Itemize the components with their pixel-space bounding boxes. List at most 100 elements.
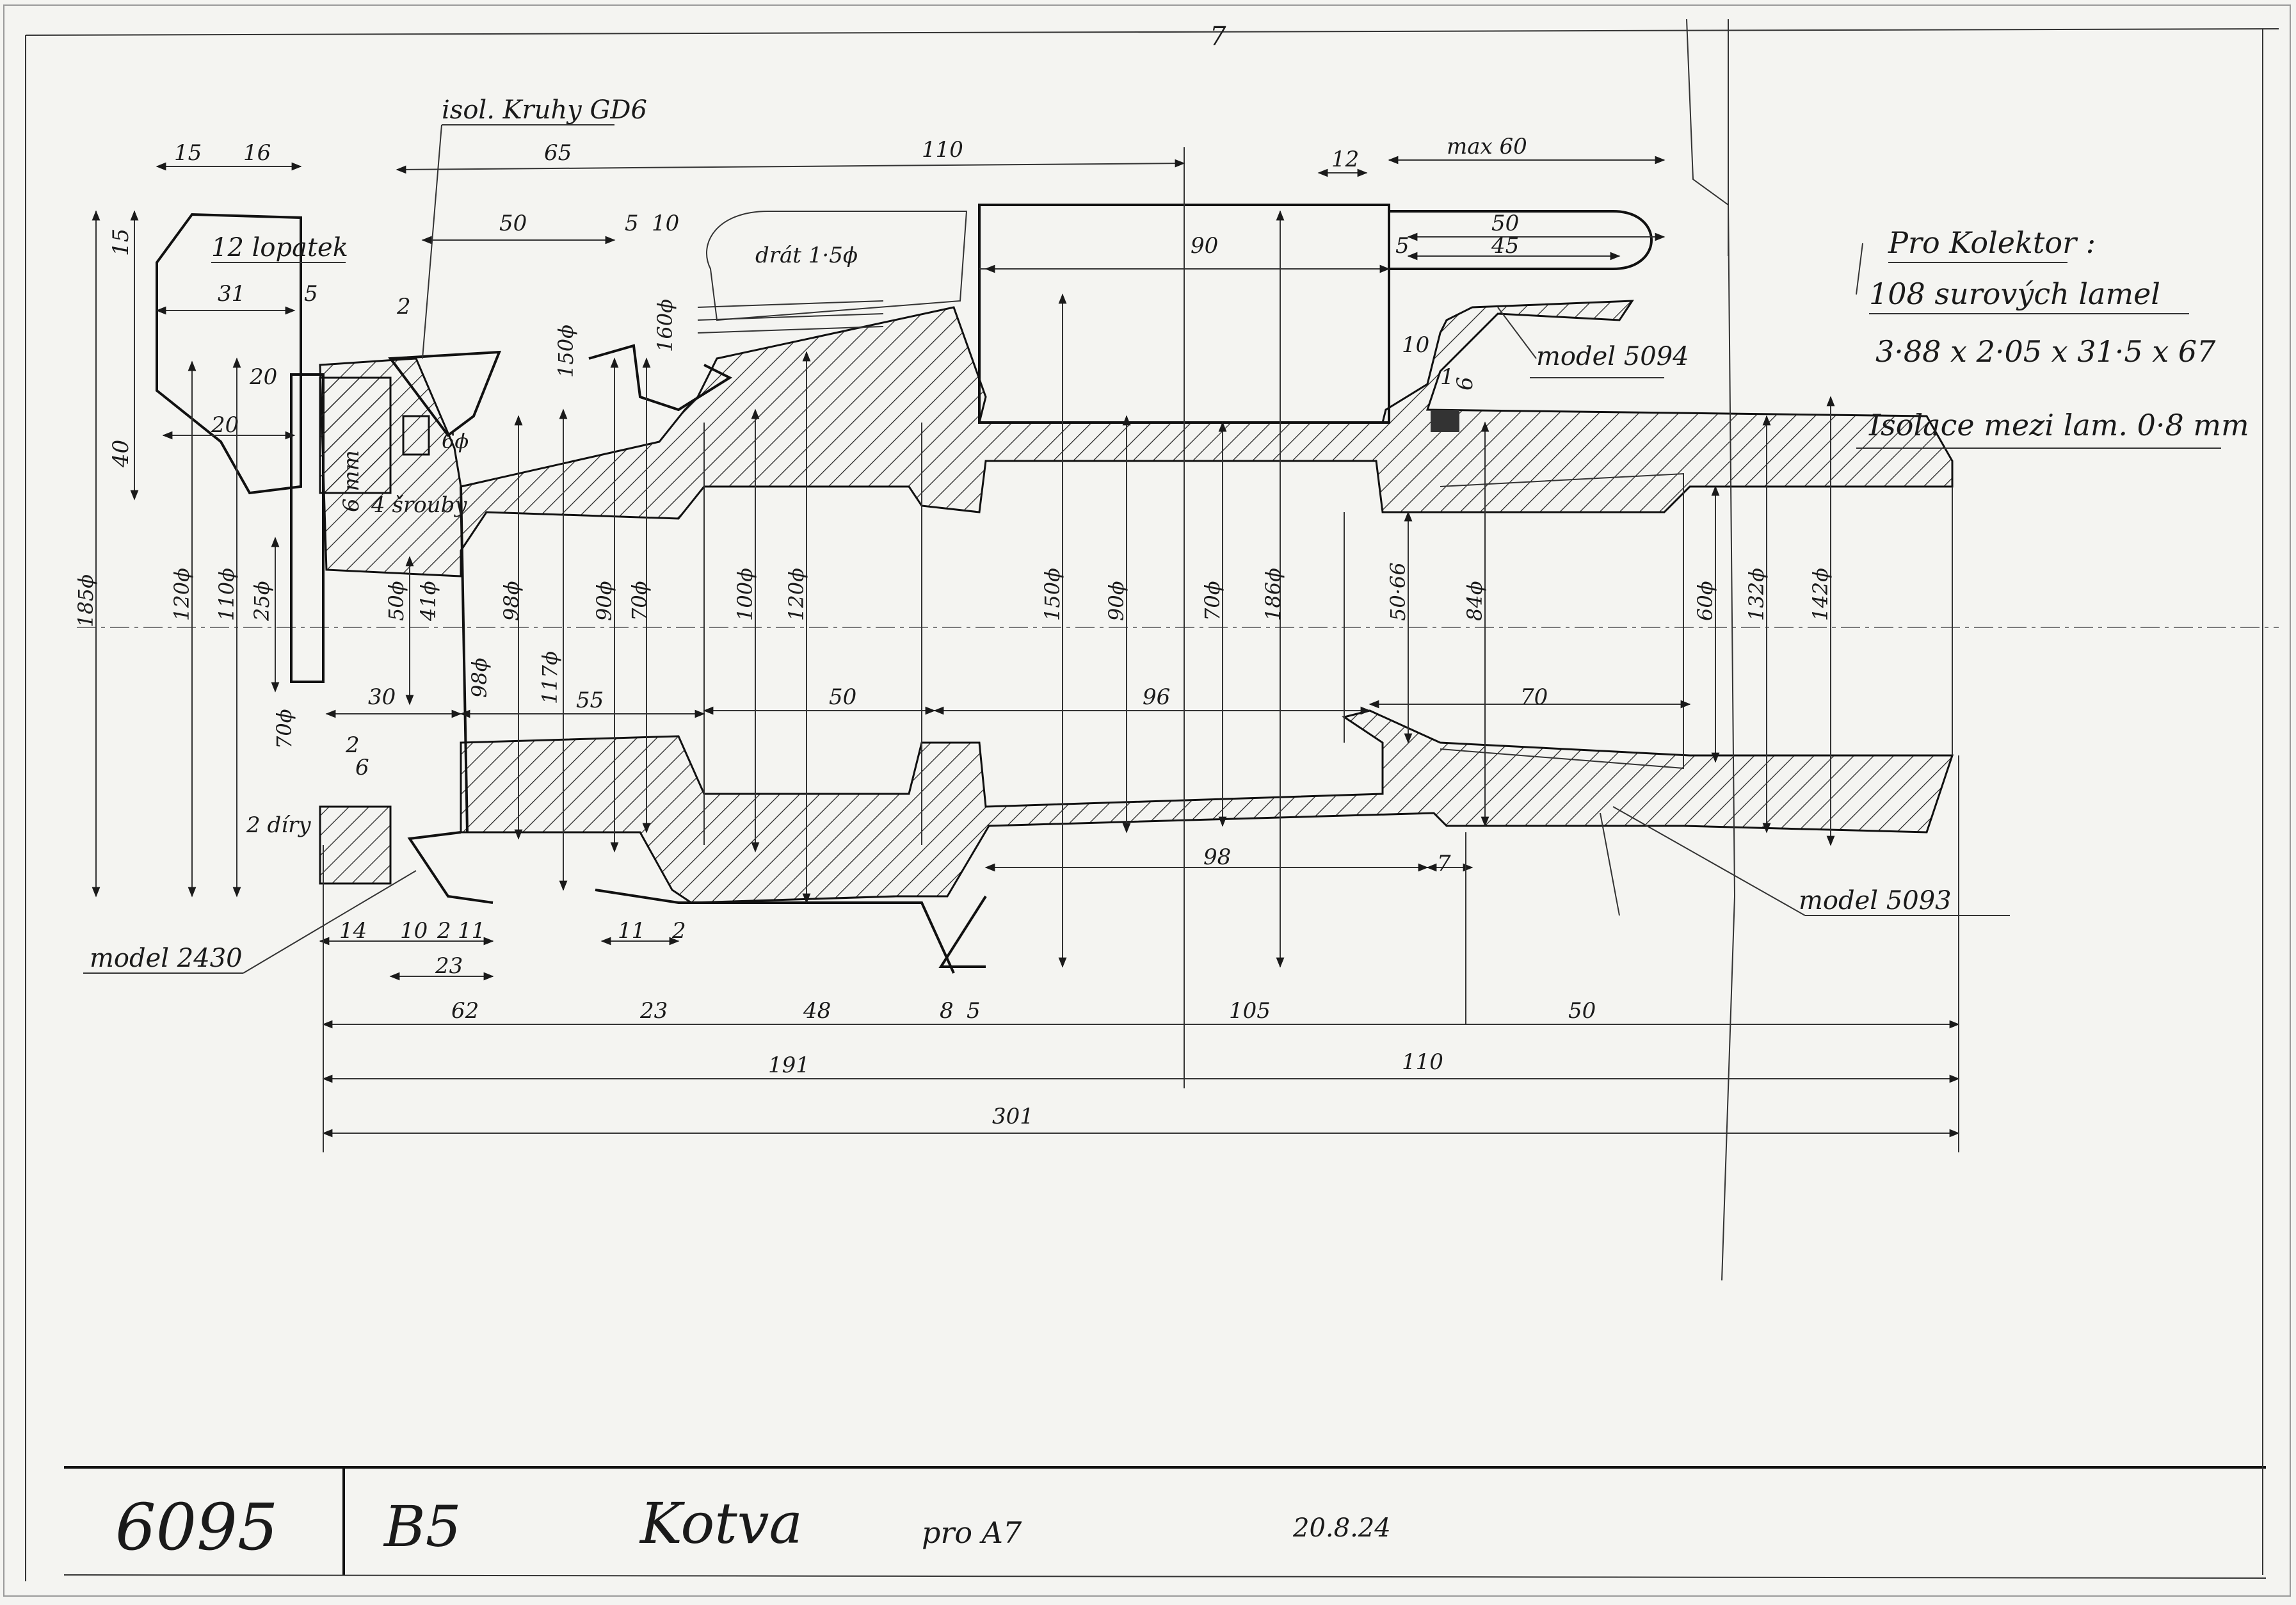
- dim-top-5: max 60: [1447, 134, 1527, 159]
- dia-0: 185ϕ: [74, 574, 98, 627]
- dim-top-7: 5: [625, 211, 639, 236]
- dim-top-10: 5: [1395, 233, 1409, 259]
- dia-23: 98ϕ: [467, 657, 492, 698]
- drawing-number: 6095: [115, 1490, 278, 1565]
- dim-top-14: 5: [304, 281, 318, 307]
- dia-6: 98ϕ: [499, 581, 524, 621]
- dim-top-0: 15: [174, 140, 202, 166]
- kolektor-line-3: Isolace mezi lam. 0·8 mm: [1868, 408, 2249, 442]
- bottom-dimension-labels: 62 23 48 8 5 105 50 191 110 301: [451, 998, 1596, 1129]
- dim-top-11: 50: [1491, 211, 1519, 236]
- screws-note: 4 šrouby: [371, 492, 467, 518]
- armature-lower-half: [407, 709, 1954, 974]
- dia-1: 120ϕ: [170, 568, 194, 621]
- dim-top-16: 10: [1402, 332, 1429, 358]
- dia-13: 70ϕ: [1200, 581, 1224, 621]
- holes-note: 2 díry: [246, 812, 311, 838]
- blades-note: 12 lopatek: [211, 233, 348, 262]
- dim-top-3: 110: [922, 137, 963, 163]
- top-dimension-labels: 15 16 65 110 12 max 60 50 5 10 90 5 50 4…: [108, 134, 1527, 468]
- dia-16: 84ϕ: [1463, 581, 1487, 621]
- key-block: [1431, 410, 1459, 432]
- dim-top-2: 65: [544, 140, 572, 166]
- mid-dimension-labels: 30 55 50 96 70 98 7 14 10 2 11 23 11 2: [339, 684, 1548, 979]
- kolektor-line-2: 3·88 x 2·05 x 31·5 x 67: [1875, 334, 2216, 369]
- dia-7: 90ϕ: [592, 581, 616, 621]
- dim-bottom-8: 110: [1402, 1049, 1443, 1075]
- dim-mid-0: 30: [368, 684, 396, 710]
- model-5093-label: model 5093: [1799, 886, 1952, 915]
- kolektor-line-1: 108 surových lamel: [1869, 277, 2160, 311]
- hub-upper: [319, 376, 392, 494]
- dia-22: 6ϕ: [442, 429, 469, 453]
- dim-bottom-0: 62: [451, 998, 479, 1024]
- hub-lower: [319, 805, 392, 885]
- dim-bottom-9: 301: [992, 1104, 1034, 1129]
- drawing-date: 20.8.24: [1292, 1513, 1391, 1543]
- dia-12: 90ϕ: [1104, 581, 1128, 621]
- drawing-for: pro A7: [922, 1515, 1022, 1550]
- dim-mid-8: 10: [400, 918, 428, 944]
- dim-mid-11: 23: [435, 953, 463, 979]
- dim-bottom-6: 50: [1568, 998, 1596, 1024]
- dia-10: 120ϕ: [784, 568, 808, 621]
- dia-9: 100ϕ: [733, 568, 757, 621]
- dia-8: 70ϕ: [627, 581, 652, 621]
- dia-3: 25ϕ: [250, 581, 274, 622]
- dia-4: 50ϕ: [384, 581, 408, 621]
- drawing-code: B5: [383, 1494, 462, 1560]
- model-2430-label: model 2430: [90, 944, 243, 973]
- dia-5: 41ϕ: [416, 581, 440, 622]
- dim-top-19: 15: [108, 229, 134, 256]
- frame-bottom: [63, 1574, 2267, 1579]
- dim-mid-1: 55: [576, 688, 604, 713]
- dia-2: 110ϕ: [214, 568, 239, 621]
- dia-25: 70ϕ: [272, 709, 296, 749]
- wire-note: drát 1·5ϕ: [755, 243, 858, 268]
- dim-mid-13: 2: [671, 918, 686, 944]
- dim-mid-10: 11: [458, 918, 485, 944]
- kolektor-title: Pro Kolektor :: [1888, 225, 2096, 260]
- dim-bottom-7: 191: [768, 1053, 810, 1078]
- dim-top-22: 20: [249, 364, 277, 390]
- dim-small-0: 2: [345, 732, 360, 758]
- diameter-labels: 185ϕ 120ϕ 110ϕ 25ϕ 50ϕ 41ϕ 98ϕ 90ϕ 70ϕ 1…: [74, 299, 1833, 749]
- dim-top-18: 6: [1452, 376, 1478, 391]
- outer-border: [3, 4, 2291, 1597]
- dim-mid-2: 50: [829, 684, 856, 710]
- dim-bottom-2: 48: [803, 998, 831, 1024]
- dim-top-9: 90: [1191, 233, 1218, 259]
- frame-top: [25, 28, 2279, 36]
- dia-14: 186ϕ: [1261, 568, 1285, 621]
- dim-mid-4: 70: [1520, 684, 1548, 710]
- dim-mid-5: 98: [1203, 844, 1231, 870]
- dim-small-1: 6: [355, 755, 369, 780]
- dia-18: 132ϕ: [1744, 568, 1769, 621]
- dim-top-20: 20: [211, 412, 239, 438]
- isolation-rings-note: isol. Kruhy GD6: [442, 95, 647, 125]
- dia-17: 60ϕ: [1693, 581, 1717, 621]
- dim-bottom-4: 5: [967, 998, 981, 1024]
- model-5094-label: model 5094: [1536, 342, 1689, 371]
- dim-top-4: 12: [1331, 147, 1359, 172]
- commutator-top: [1389, 210, 1653, 270]
- dim-top-12: 45: [1491, 233, 1519, 259]
- construction-line: [1686, 19, 1736, 1281]
- dim-bottom-3: 8: [940, 998, 954, 1024]
- dim-top-21: 40: [108, 440, 134, 468]
- dimension-lines: [92, 147, 1960, 1152]
- dim-mid-6: 7: [1437, 851, 1451, 876]
- dim-mid-7: 14: [339, 918, 367, 944]
- dim-top-15: 2: [396, 294, 411, 319]
- top-mark: 7: [1210, 22, 1226, 51]
- dim-top-13: 31: [218, 281, 245, 307]
- drawing-name: Kotva: [639, 1490, 803, 1556]
- screws-size: 6 mm: [339, 450, 364, 512]
- dim-bottom-5: 105: [1229, 998, 1271, 1024]
- winding: [706, 211, 968, 321]
- dia-15: 50·66: [1386, 562, 1410, 621]
- dim-mid-9: 2: [437, 918, 451, 944]
- dim-top-17: 1: [1440, 364, 1454, 390]
